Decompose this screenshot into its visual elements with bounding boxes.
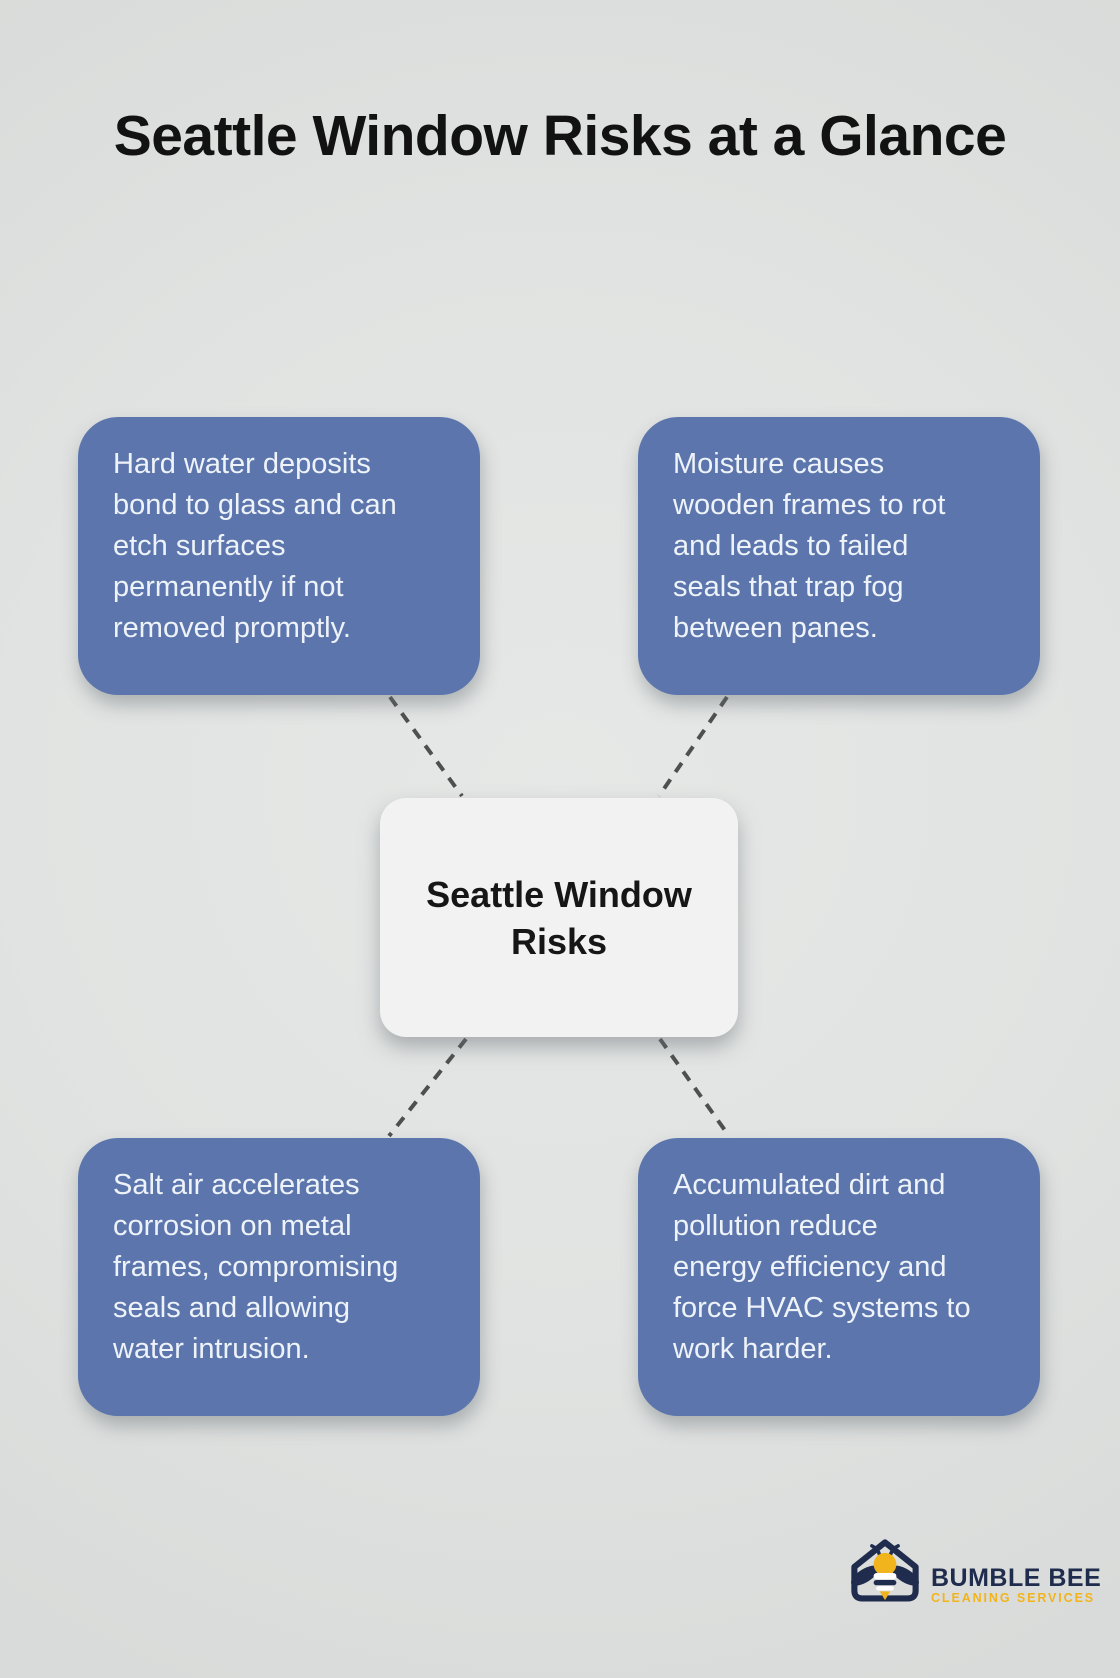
risk-card-hard-water: Hard water deposits bond to glass and ca… xyxy=(78,417,480,695)
risk-card-moisture: Moisture causes wooden frames to rot and… xyxy=(638,417,1040,695)
brand-logo-text: BUMBLE BEE CLEANING SERVICES xyxy=(931,1541,1101,1606)
page-title: Seattle Window Risks at a Glance xyxy=(113,104,1007,168)
connector-line-bottom-right xyxy=(658,1037,731,1138)
connector-line-top-right xyxy=(657,695,729,798)
center-node: Seattle Window Risks xyxy=(380,798,738,1037)
center-node-label: Seattle Window Risks xyxy=(426,873,692,962)
risk-card-hard-water-text: Hard water deposits bond to glass and ca… xyxy=(113,448,397,644)
risk-card-dirt-pollution: Accumulated dirt and pollution reduce en… xyxy=(638,1138,1040,1416)
risk-card-salt-air: Salt air accelerates corrosion on metal … xyxy=(78,1138,480,1416)
brand-name: BUMBLE BEE xyxy=(931,1563,1102,1592)
risk-card-moisture-text: Moisture causes wooden frames to rot and… xyxy=(673,448,946,644)
brand-logo: BUMBLE BEE CLEANING SERVICES xyxy=(843,1537,1101,1609)
connector-line-bottom-left xyxy=(387,1037,468,1138)
risk-card-salt-air-text: Salt air accelerates corrosion on metal … xyxy=(113,1169,399,1365)
house-bee-icon xyxy=(851,1539,919,1602)
risk-card-dirt-pollution-text: Accumulated dirt and pollution reduce en… xyxy=(673,1169,971,1365)
connector-line-top-left xyxy=(388,695,464,798)
brand-tagline: CLEANING SERVICES xyxy=(931,1590,1096,1605)
